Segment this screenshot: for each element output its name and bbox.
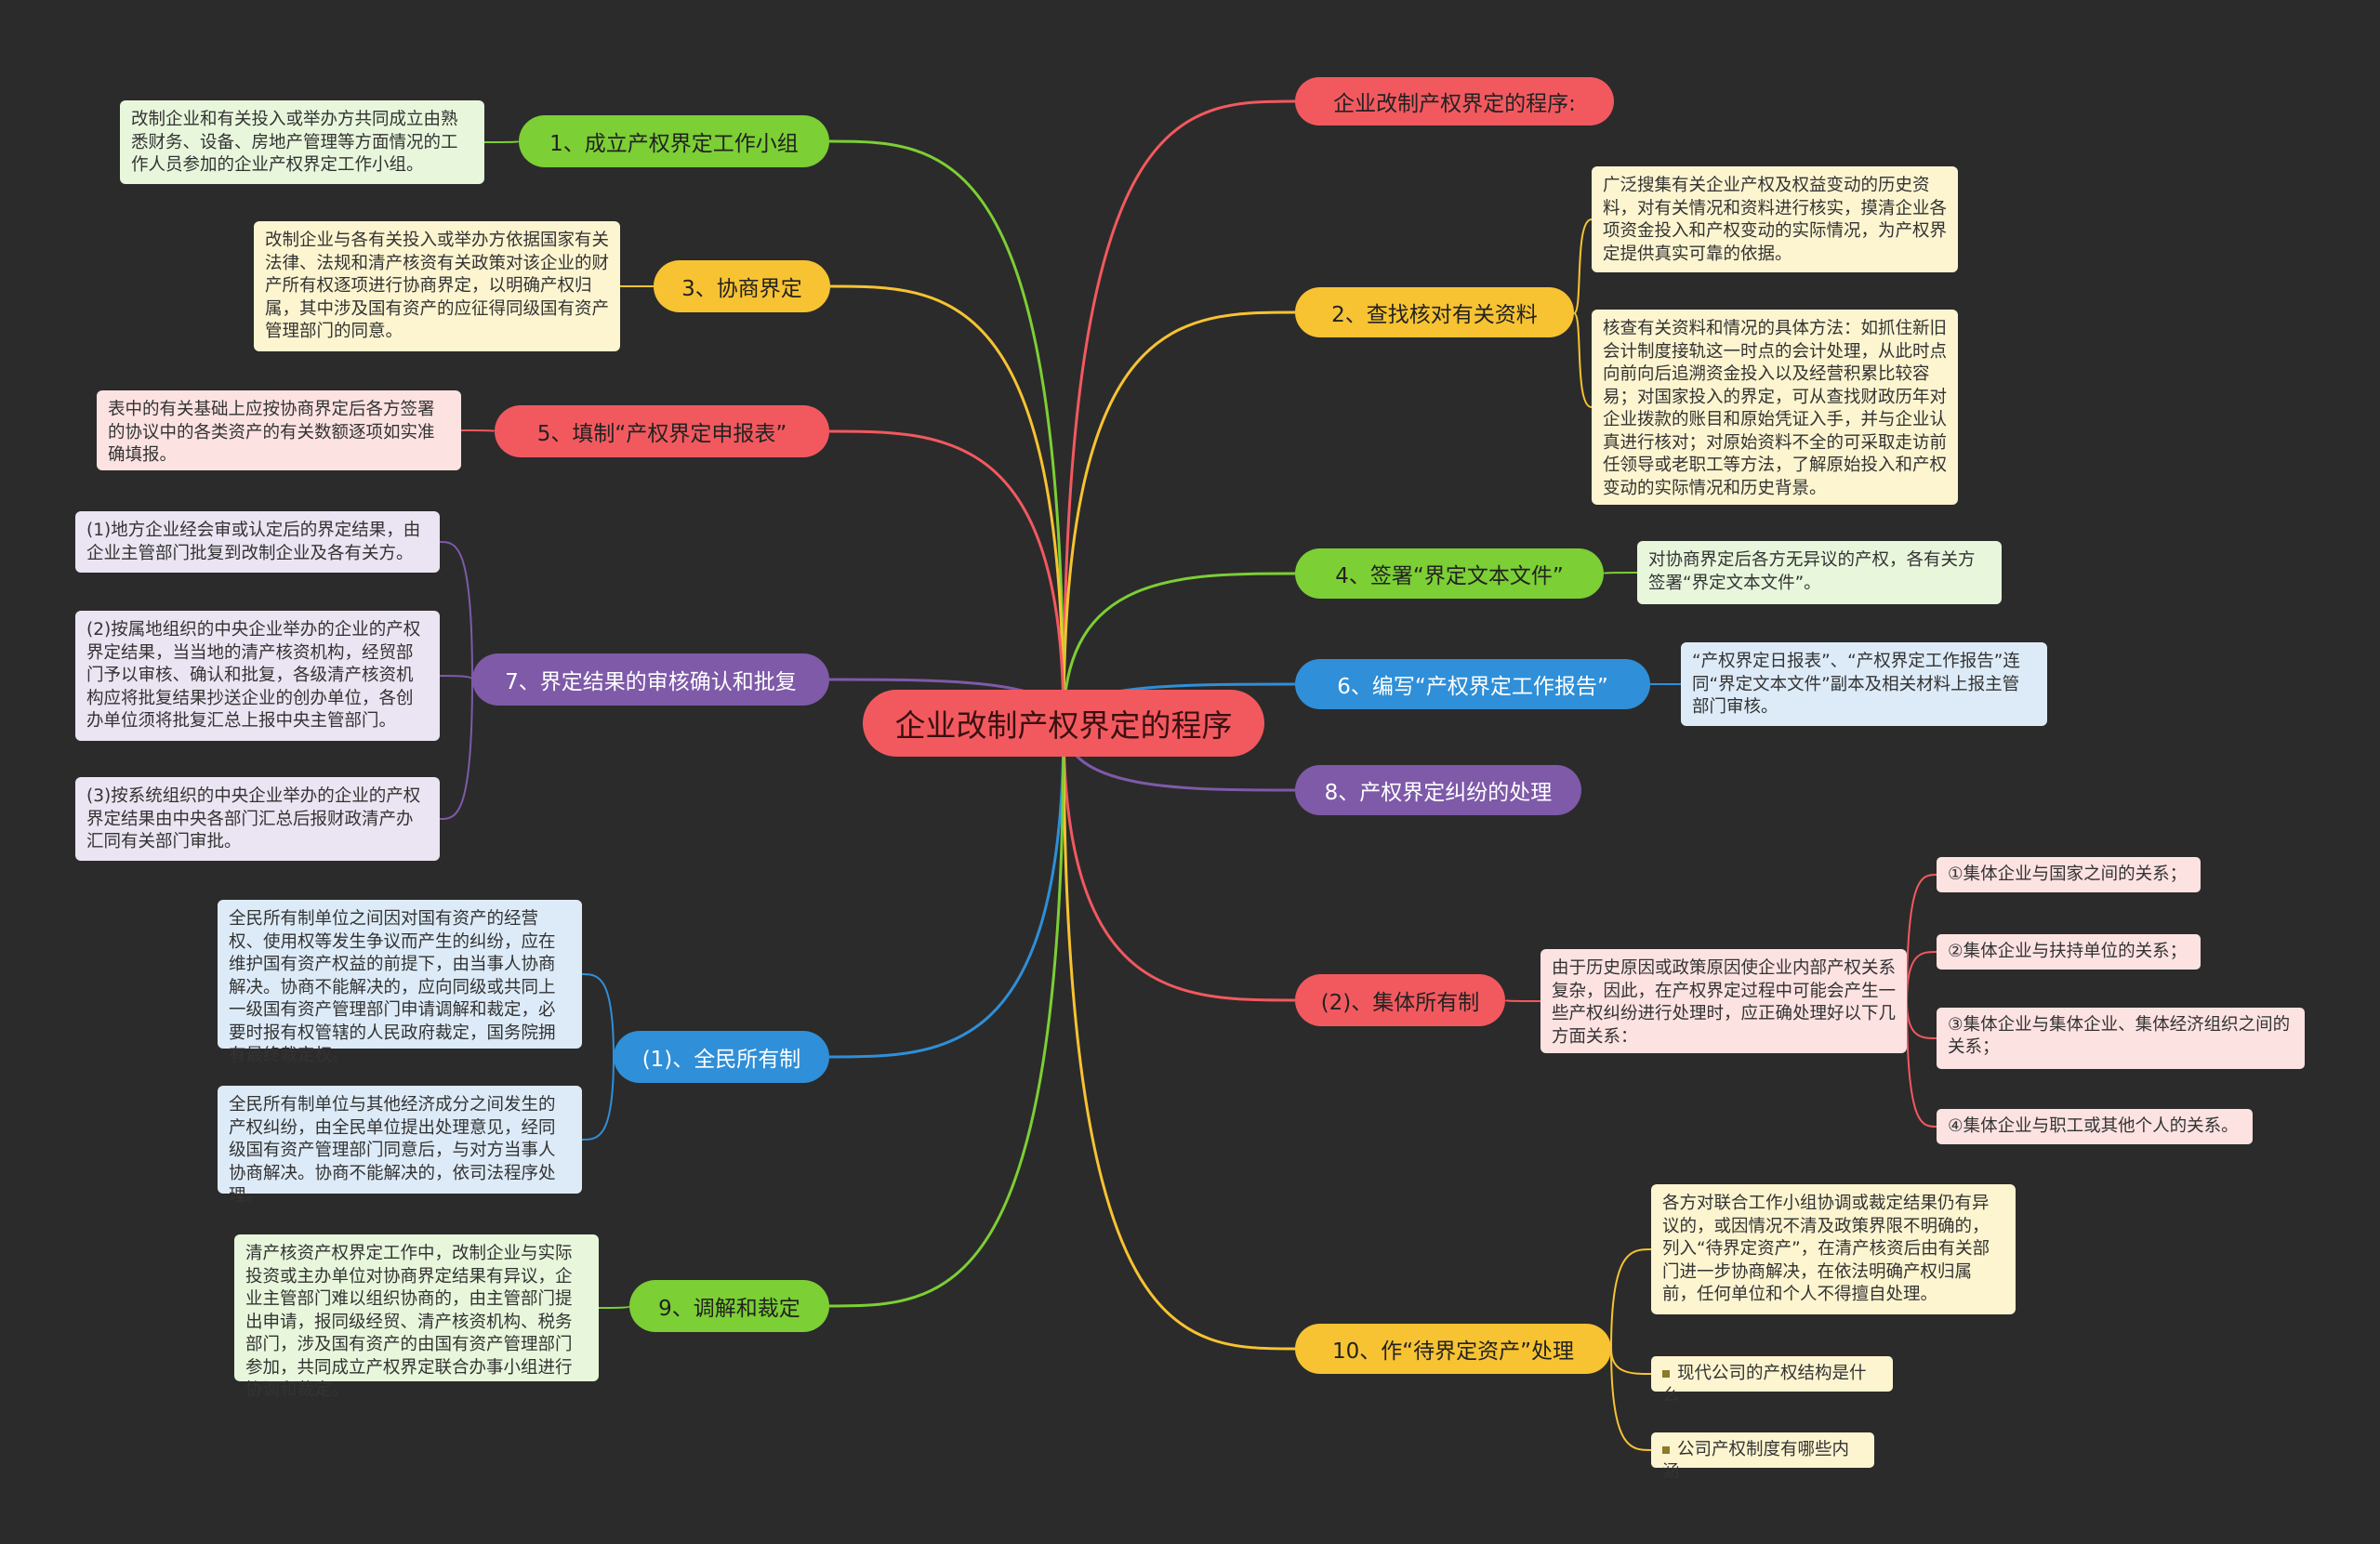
link-root-collective: [1062, 722, 1296, 1002]
link-b7-note-3: [439, 679, 473, 820]
leaf-collective-3: ③集体企业与集体企业、集体经济组织之间的关系；: [1937, 1008, 2305, 1069]
related-link-2-label: 公司产权制度有哪些内涵: [1662, 1440, 1850, 1482]
link-b4-note: [1603, 572, 1638, 574]
link-public-note-2: [581, 1056, 615, 1141]
link-b10-note-1: [1610, 1248, 1652, 1350]
branch-5-fill-form[interactable]: 5、填制“产权界定申报表”: [495, 405, 829, 457]
related-link-1-label: 现代公司的产权结构是什么: [1662, 1364, 1867, 1405]
leaf-collective-2: ②集体企业与扶持单位的关系；: [1937, 934, 2201, 970]
bullet-icon: [1662, 1446, 1670, 1454]
note-7-territorial: (2)按属地组织的中央企业举办的企业的产权界定结果，当当地的清产核资机构，经贸部…: [75, 611, 440, 741]
link-b9-note: [598, 1305, 630, 1309]
branch-public-ownership[interactable]: (1)、全民所有制: [614, 1031, 829, 1083]
note-5-fill-form: 表中的有关基础上应按协商界定后各方签署的协议中的各类资产的有关数额逐项如实准确填…: [97, 390, 461, 470]
leaf-collective-4: ④集体企业与职工或其他个人的关系。: [1937, 1109, 2253, 1144]
link-collective-leaf-3: [1906, 1000, 1937, 1039]
link-b1-note: [483, 140, 520, 143]
note-9-mediation: 清产核资产权界定工作中，改制企业与实际投资或主办单位对协商界定结果有异议，企业主…: [234, 1234, 599, 1400]
link-public-note-1: [581, 973, 615, 1058]
note-public-1: 全民所有制单位之间因对国有资产的经营权、使用权等发生争议而产生的纠纷，应在维护国…: [218, 900, 582, 1065]
link-root-intro: [1062, 99, 1296, 724]
link-b5-note: [460, 429, 496, 432]
branch-collective-ownership[interactable]: (2)、集体所有制: [1295, 974, 1505, 1026]
link-root-b4: [1062, 572, 1296, 724]
bullet-icon: [1662, 1370, 1670, 1378]
note-10-pending: 各方对联合工作小组协调或裁定结果仍有异议的，或因情况不清及政策界限不明确的，列入…: [1651, 1184, 2016, 1314]
link-collective-leaf-4: [1906, 1000, 1937, 1128]
link-b7-note-1: [439, 541, 473, 680]
note-6-report: “产权界定日报表”、“产权界定工作报告”连同“界定文本文件”副本及相关材料上报主…: [1681, 642, 2047, 726]
link-b10-note-3: [1610, 1348, 1652, 1451]
link-root-b1: [828, 139, 1065, 724]
note-4-sign: 对协商界定后各方无异议的产权，各有关方签署“界定文本文件”。: [1637, 541, 2002, 604]
note-public-2: 全民所有制单位与其他经济成分之间发生的产权纠纷，由全民单位提出处理意见，经同级国…: [218, 1086, 582, 1206]
link-root-b10: [1062, 722, 1296, 1351]
branch-7-review-approve[interactable]: 7、界定结果的审核确认和批复: [472, 653, 829, 706]
link-collective-leaf-1: [1906, 874, 1937, 1002]
link-b10-note-2: [1610, 1348, 1652, 1375]
branch-6-write-report[interactable]: 6、编写“产权界定工作报告”: [1295, 659, 1650, 709]
link-collective-note: [1504, 999, 1541, 1002]
link-root-public: [828, 722, 1065, 1059]
note-7-system: (3)按系统组织的中央企业举办的企业的产权界定结果由中央各部门汇总后报财政清产办…: [75, 777, 440, 861]
branch-4-sign-documents[interactable]: 4、签署“界定文本文件”: [1295, 548, 1604, 599]
leaf-collective-1: ①集体企业与国家之间的关系；: [1937, 857, 2201, 892]
branch-9-mediation[interactable]: 9、调解和裁定: [629, 1280, 829, 1332]
note-collective: 由于历史原因或政策原因使企业内部产权关系复杂，因此，在产权界定过程中可能会产生一…: [1540, 949, 1907, 1053]
related-link-2[interactable]: 公司产权制度有哪些内涵: [1651, 1432, 1874, 1482]
root-topic[interactable]: 企业改制产权界定的程序: [863, 690, 1264, 757]
note-7-local: (1)地方企业经会审或认定后的界定结果，由企业主管部门批复到改制企业及各有关方。: [75, 511, 440, 573]
related-link-1[interactable]: 现代公司的产权结构是什么: [1651, 1356, 1893, 1405]
branch-intro[interactable]: 企业改制产权界定的程序:: [1295, 77, 1614, 125]
link-root-b3: [829, 284, 1065, 724]
link-b2-notes: [1573, 218, 1593, 408]
branch-8-disputes[interactable]: 8、产权界定纠纷的处理: [1295, 765, 1581, 815]
link-root-b9: [828, 722, 1065, 1308]
branch-3-negotiate[interactable]: 3、协商界定: [654, 260, 830, 312]
note-1-work-group: 改制企业和有关投入或举办方共同成立由熟悉财务、设备、房地产管理等方面情况的工作人…: [120, 100, 484, 184]
branch-1-work-group[interactable]: 1、成立产权界定工作小组: [519, 115, 829, 167]
link-collective-leaf-2: [1906, 951, 1937, 1002]
note-2-collect-data: 广泛搜集有关企业产权及权益变动的历史资料，对有关情况和资料进行核实，摸清企业各项…: [1592, 166, 1958, 272]
link-b7-note-2: [439, 675, 473, 680]
branch-2-check-documents[interactable]: 2、查找核对有关资料: [1295, 287, 1574, 337]
link-root-b2: [1062, 310, 1296, 724]
link-root-b5: [828, 429, 1065, 724]
branch-10-pending-assets[interactable]: 10、作“待界定资产”处理: [1295, 1324, 1611, 1374]
note-3-negotiate: 改制企业与各有关投入或举办方依据国家有关法律、法规和清产核资有关政策对该企业的财…: [254, 221, 620, 351]
note-2-check-method: 核查有关资料和情况的具体方法：如抓住新旧会计制度接轨这一时点的会计处理，从此时点…: [1592, 310, 1958, 505]
